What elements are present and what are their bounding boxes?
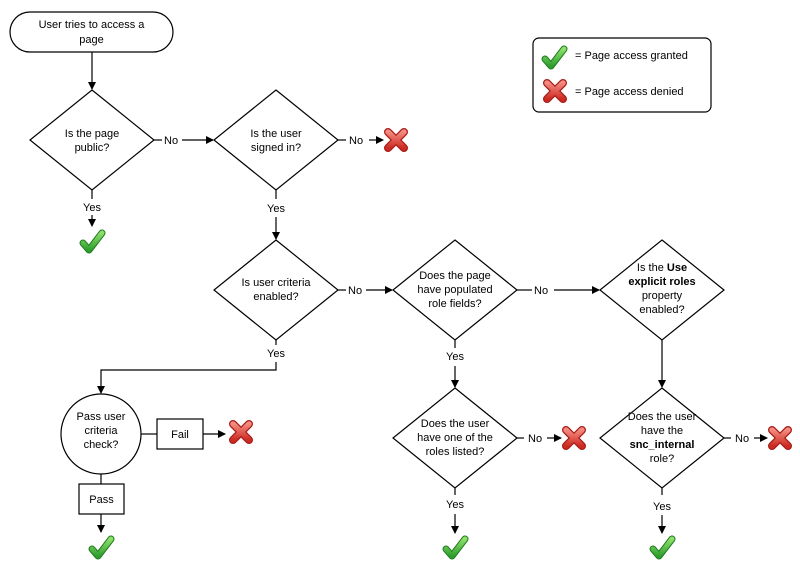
legend: = Page access granted = Page access deni… xyxy=(532,37,712,113)
access-granted-check-icon xyxy=(446,539,465,556)
label-signed-yes: Yes xyxy=(267,203,285,215)
decision-criteria-text-2: enabled? xyxy=(253,291,298,303)
start-text-1: User tries to access a xyxy=(39,19,146,31)
access-granted-check-icon xyxy=(653,539,672,556)
access-denied-cross-icon xyxy=(388,132,404,148)
label-hasrole-yes: Yes xyxy=(446,499,464,511)
decision-role-fields: Does the page have populated role fields… xyxy=(392,239,518,341)
label-hasrole-no: No xyxy=(528,433,542,445)
decision-criteria-enabled: Is user criteria enabled? xyxy=(213,239,339,341)
decision-snc-text-1: Does the user xyxy=(628,411,697,423)
label-rolefields-yes: Yes xyxy=(446,351,464,363)
decision-pass-text-1: Pass user xyxy=(77,411,126,423)
decision-hasrole-text-1: Does the user xyxy=(421,418,490,430)
decision-hasrole-text-3: roles listed? xyxy=(426,446,485,458)
label-snc-no: No xyxy=(735,433,749,445)
decision-public-text-2: public? xyxy=(75,142,110,154)
label-pass: Pass xyxy=(89,494,114,506)
decision-snc-text-2: have the xyxy=(641,425,683,437)
decision-snc-text-3: snc_internal xyxy=(630,439,695,451)
access-denied-cross-icon xyxy=(772,430,788,446)
label-public-yes: Yes xyxy=(83,202,101,214)
edge-criteria-yes-b xyxy=(97,362,277,394)
decision-user-signed-in: Is the user signed in? xyxy=(213,89,339,191)
decision-has-role: Does the user have one of the roles list… xyxy=(392,387,518,489)
start-node: User tries to access a page xyxy=(9,11,174,53)
access-denied-cross-icon xyxy=(233,424,249,440)
label-criteria-no: No xyxy=(348,285,362,297)
access-denied-cross-icon xyxy=(566,430,582,446)
decision-pass-criteria-check: Pass user criteria check? xyxy=(60,393,142,475)
label-signed-no: No xyxy=(349,135,363,147)
decision-explicit-text-3: property xyxy=(642,290,683,302)
start-text-2: page xyxy=(79,34,103,46)
decision-explicit-text-4: enabled? xyxy=(639,304,684,316)
decision-explicit-text-1-bold: Use xyxy=(667,262,687,274)
decision-signed-text-1: Is the user xyxy=(250,128,302,140)
access-granted-check-icon xyxy=(92,539,111,556)
label-public-no: No xyxy=(164,135,178,147)
decision-rolefields-text-2: have populated xyxy=(417,284,492,296)
decision-criteria-text-1: Is user criteria xyxy=(241,277,311,289)
decision-explicit-text-2: explicit roles xyxy=(628,276,695,288)
decision-rolefields-text-1: Does the page xyxy=(419,270,491,282)
decision-explicit-text-1: Is the Use xyxy=(637,262,687,274)
label-fail: Fail xyxy=(171,429,189,441)
legend-cross-icon xyxy=(547,83,563,99)
label-rolefields-no: No xyxy=(534,285,548,297)
pass-label-box: Pass xyxy=(78,483,125,515)
decision-signed-text-2: signed in? xyxy=(251,142,301,154)
decision-snc-text-4: role? xyxy=(650,453,674,465)
decision-page-public: Is the page public? xyxy=(29,89,155,191)
legend-granted-text: = Page access granted xyxy=(575,50,688,62)
label-snc-yes: Yes xyxy=(653,501,671,513)
legend-denied-text: = Page access denied xyxy=(575,86,684,98)
label-criteria-yes: Yes xyxy=(267,348,285,360)
fail-label-box: Fail xyxy=(156,418,204,450)
decision-explicit-text-1-pre: Is the xyxy=(637,262,667,274)
decision-snc-internal: Does the user have the snc_internal role… xyxy=(599,387,725,489)
decision-pass-text-3: check? xyxy=(84,439,119,451)
decision-public-text-1: Is the page xyxy=(65,128,119,140)
decision-pass-text-2: criteria xyxy=(84,425,118,437)
decision-hasrole-text-2: have one of the xyxy=(417,432,493,444)
decision-explicit-roles: Is the Use explicit roles property enabl… xyxy=(599,239,725,341)
decision-rolefields-text-3: role fields? xyxy=(428,298,481,310)
access-granted-check-icon xyxy=(83,233,102,250)
